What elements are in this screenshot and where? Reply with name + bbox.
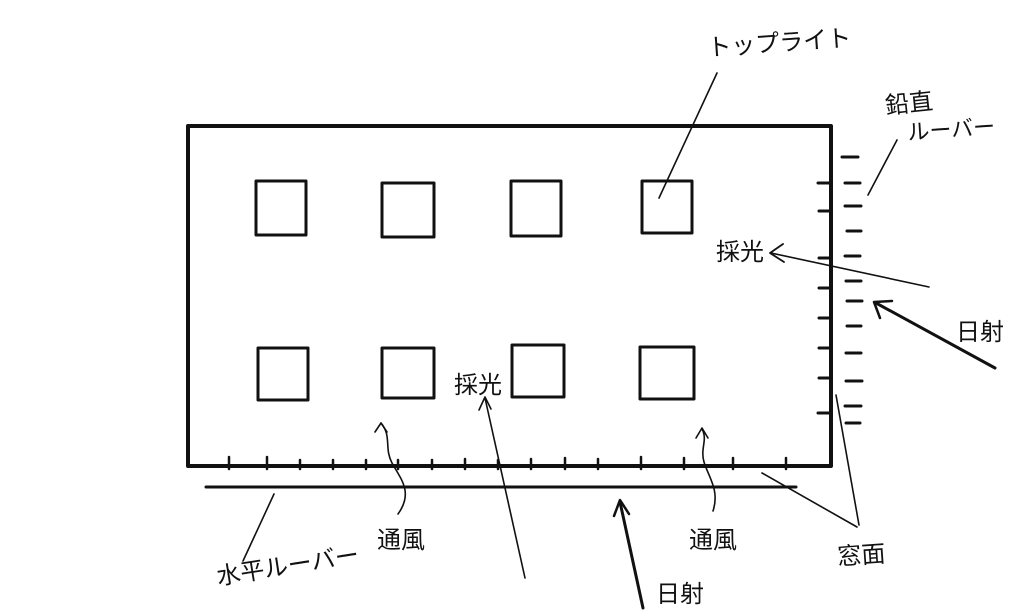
toplight-square	[640, 179, 694, 235]
horizontal-louver-ticks	[227, 455, 788, 471]
solar-right-label: 日射	[956, 318, 1004, 346]
toplight-square	[509, 179, 563, 238]
ventilation-left-label: 通風	[377, 526, 425, 554]
horizontal-louver-leader-line	[242, 493, 275, 562]
vertical-louver-leader-line	[867, 139, 898, 196]
horizontal-louver-label: 水平ルーバー	[215, 541, 361, 591]
toplight-square	[254, 179, 308, 237]
toplight-label: トップライト	[706, 24, 852, 62]
daylighting-center-label: 採光	[454, 371, 502, 399]
toplight-square	[380, 346, 436, 400]
toplight-square	[380, 181, 436, 239]
solar-bottom-arrowhead	[612, 498, 631, 518]
toplight-square	[638, 345, 696, 401]
toplight-square	[256, 346, 310, 402]
ventilation-right-arrowhead	[695, 427, 709, 439]
solar-right-arrowhead	[872, 299, 894, 320]
window-face-leader-line-right	[835, 394, 860, 526]
daylighting-center-arrowhead	[478, 396, 492, 411]
ventilation-right-curve	[701, 428, 716, 512]
toplight-grid	[254, 179, 696, 402]
window-face-leader-line-bottom	[761, 472, 858, 528]
daylighting-right-label: 採光	[716, 238, 764, 266]
toplight-leader-line	[658, 72, 718, 199]
vertical-louver-label-line2: ルーバー	[907, 115, 996, 146]
solar-bottom-label: 日射	[656, 580, 704, 608]
vertical-louver-ticks	[816, 155, 864, 425]
window-face-label: 窓面	[836, 540, 886, 571]
solar-right-arrow-line	[874, 301, 997, 370]
vertical-louver-label-line1: 鉛直	[884, 87, 935, 120]
ventilation-right-label: 通風	[689, 526, 737, 554]
daylighting-right-line	[770, 252, 930, 288]
daylighting-right-arrowhead	[769, 243, 785, 263]
ventilation-left-curve	[380, 422, 407, 515]
ventilation-left-arrowhead	[374, 422, 388, 433]
daylighting-center-line	[484, 397, 526, 579]
solar-bottom-arrow-line	[618, 500, 645, 610]
toplight-square	[510, 343, 566, 399]
building-outline	[186, 124, 833, 468]
